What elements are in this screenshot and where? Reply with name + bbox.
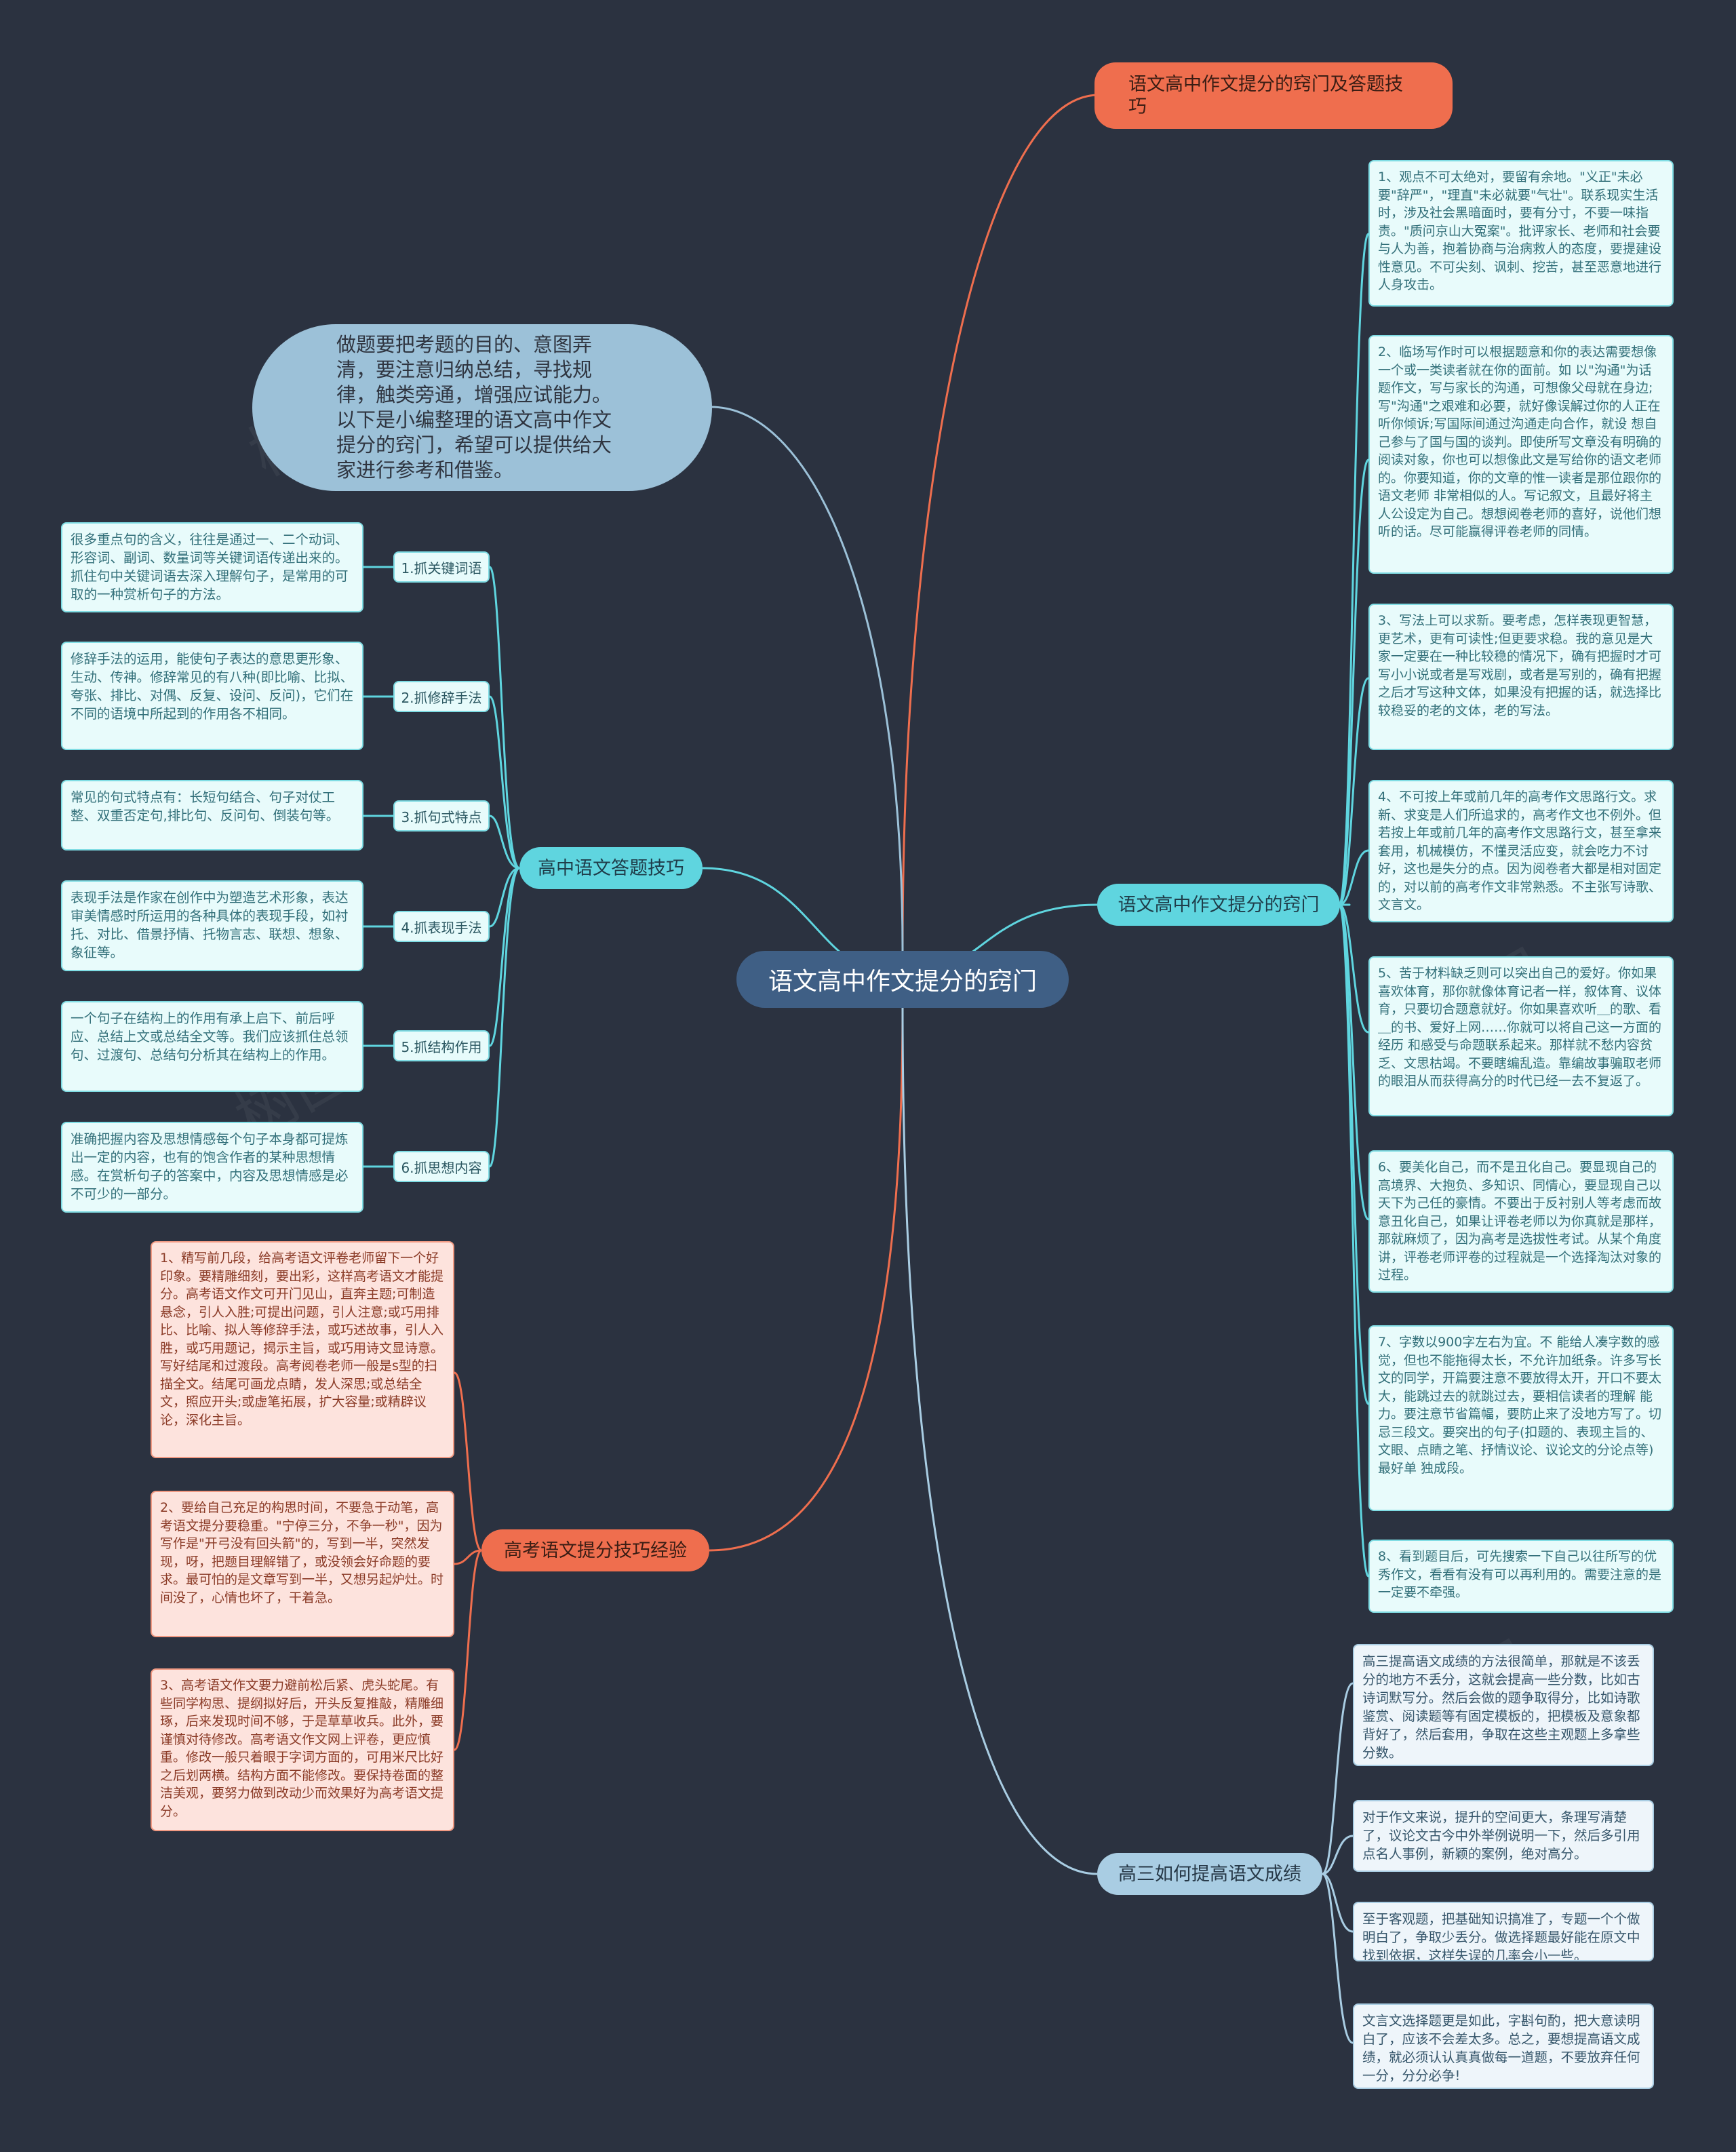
skill-card-1[interactable]: 很多重点句的含义，往往是通过一、二个动词、形容词、副词、数量词等关键词语传递出来… — [61, 522, 363, 612]
skill-label-2[interactable]: 2.抓修辞手法 — [393, 681, 490, 712]
intro-text: 做题要把考题的目的、意图弄清，要注意归纳总结，寻找规律，触类旁通，增强应试能力。… — [336, 333, 612, 482]
experience-card-2[interactable]: 2、要给自己充足的构思时间，不要急于动笔，高考语文提分要稳重。"宁停三分，不争一… — [151, 1491, 454, 1637]
branch-top-tips-answers[interactable]: 语文高中作文提分的窍门及答题技巧 — [1094, 62, 1453, 129]
skill-card-2[interactable]: 修辞手法的运用，能使句子表达的意思更形象、生动、传神。修辞常见的有八种(即比喻、… — [61, 642, 363, 750]
grade-card-3[interactable]: 至于客观题，把基础知识搞准了，专题一个个做明白了，争取少丢分。做选择题最好能在原… — [1353, 1902, 1654, 1961]
branch-writing-tips[interactable]: 语文高中作文提分的窍门 — [1097, 884, 1340, 926]
central-topic[interactable]: 语文高中作文提分的窍门 — [736, 951, 1069, 1008]
tip-card-4[interactable]: 4、不可按上年或前几年的高考作文思路行文。求新、求变是人们所追求的，高考作文也不… — [1368, 780, 1674, 922]
experience-card-1[interactable]: 1、精写前几段，给高考语文评卷老师留下一个好印象。要精雕细刻，要出彩，这样高考语… — [151, 1241, 454, 1458]
branch-exam-experience[interactable]: 高考语文提分技巧经验 — [481, 1529, 709, 1571]
experience-card-3[interactable]: 3、高考语文作文要力避前松后紧、虎头蛇尾。有些同学构思、提纲拟好后，开头反复推敲… — [151, 1668, 454, 1831]
grade-card-1[interactable]: 高三提高语文成绩的方法很简单，那就是不该丢分的地方不丢分，这就会提高一些分数，比… — [1353, 1644, 1654, 1766]
grade-card-4[interactable]: 文言文选择题更是如此，字斟句酌，把大意读明白了，应该不会差太多。总之，要想提高语… — [1353, 2003, 1654, 2089]
grade-card-2[interactable]: 对于作文来说，提升的空间更大，条理写清楚了，议论文古今中外举例说明一下，然后多引… — [1353, 1800, 1654, 1872]
tip-card-7[interactable]: 7、字数以900字左右为宜。不 能给人凑字数的感觉，但也不能拖得太长，不允许加纸… — [1368, 1325, 1674, 1511]
skill-label-5[interactable]: 5.抓结构作用 — [393, 1030, 490, 1061]
branch-answer-skills[interactable]: 高中语文答题技巧 — [519, 847, 703, 889]
skill-label-3[interactable]: 3.抓句式特点 — [393, 800, 490, 832]
skill-card-6[interactable]: 准确把握内容及思想情感每个句子本身都可提炼出一定的内容，也有的饱含作者的某种思想… — [61, 1122, 363, 1213]
branch-improve-grade[interactable]: 高三如何提高语文成绩 — [1097, 1853, 1322, 1895]
skill-card-5[interactable]: 一个句子在结构上的作用有承上启下、前后呼应、总结上文或总结全文等。我们应该抓住总… — [61, 1001, 363, 1092]
tip-card-1[interactable]: 1、观点不可太绝对，要留有余地。"义正"未必要"辞严"，"理直"未必就要"气壮"… — [1368, 160, 1674, 307]
skill-card-3[interactable]: 常见的句式特点有：长短句结合、句子对仗工整、双重否定句,排比句、反问句、倒装句等… — [61, 780, 363, 850]
skill-card-4[interactable]: 表现手法是作家在创作中为塑造艺术形象，表达审美情感时所运用的各种具体的表现手段，… — [61, 880, 363, 971]
tip-card-3[interactable]: 3、写法上可以求新。要考虑，怎样表现更智慧，更艺术，更有可读性;但更要求稳。我的… — [1368, 604, 1674, 750]
tip-card-8[interactable]: 8、看到题目后，可先搜索一下自己以往所写的优秀作文，看看有没有可以再利用的。需要… — [1368, 1540, 1674, 1613]
intro-bubble[interactable]: 做题要把考题的目的、意图弄清，要注意归纳总结，寻找规律，触类旁通，增强应试能力。… — [252, 324, 712, 491]
skill-label-1[interactable]: 1.抓关键词语 — [393, 551, 490, 583]
skill-label-6[interactable]: 6.抓思想内容 — [393, 1151, 490, 1182]
tip-card-2[interactable]: 2、临场写作时可以根据题意和你的表达需要想像一个或一类读者就在你的面前。如 以"… — [1368, 335, 1674, 574]
skill-label-4[interactable]: 4.抓表现手法 — [393, 911, 490, 942]
tip-card-6[interactable]: 6、要美化自己，而不是丑化自己。要显现自己的高境界、大抱负、多知识、同情心，要显… — [1368, 1150, 1674, 1293]
tip-card-5[interactable]: 5、苦于材料缺乏则可以突出自己的爱好。你如果喜欢体育，那你就像体育记者一样，叙体… — [1368, 956, 1674, 1116]
